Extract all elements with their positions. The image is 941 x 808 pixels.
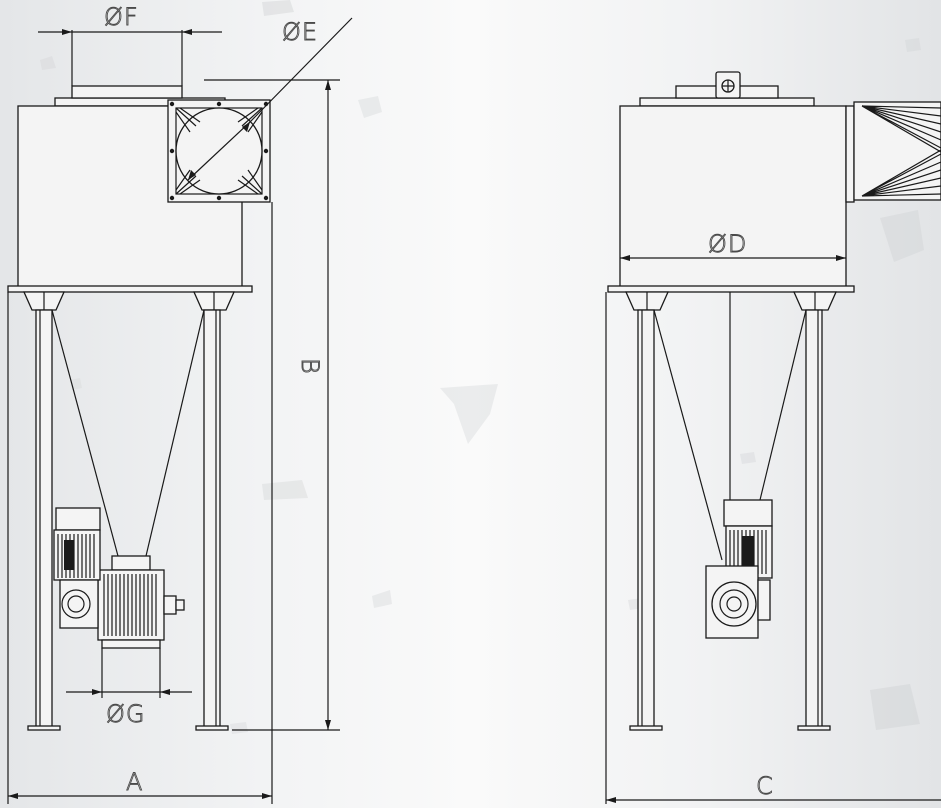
side-gearbox-hub [719, 589, 749, 619]
front-valve-shaft-end [175, 599, 185, 611]
front-foot-right [195, 725, 229, 731]
front-ring-plate [7, 285, 253, 293]
side-filter-body [619, 105, 847, 289]
dim-b-label: B [296, 358, 324, 375]
side-bracket-ribs [646, 292, 816, 310]
side-inlet-flange [845, 105, 855, 203]
front-foot-left [27, 725, 61, 731]
dim-c-arrow [606, 797, 616, 803]
side-ring-plate [607, 285, 855, 293]
side-leg-right [805, 309, 823, 729]
front-view: ØF ØE B ØG A [7, 3, 353, 804]
front-motor-body [53, 529, 101, 581]
front-leg-right [203, 309, 221, 729]
side-foot-left [629, 725, 663, 731]
front-gearbox [59, 579, 99, 629]
side-lug-cross [722, 80, 734, 92]
dim-f-extension-lines [71, 30, 183, 86]
front-outlet-collar [71, 85, 183, 99]
dim-c-label: C [756, 772, 774, 800]
front-inlet-bolts [169, 101, 269, 201]
dim-f-label: ØF [104, 3, 139, 31]
dim-d-label: ØD [708, 230, 747, 258]
front-leg-inner-lines [39, 310, 217, 728]
dim-g-extension-lines [101, 648, 161, 698]
side-foot-right [797, 725, 831, 731]
front-motor-fan-cover [55, 507, 101, 531]
front-bracket-ribs [43, 292, 215, 310]
speckle-texture [40, 0, 924, 734]
side-hopper-cone [653, 309, 807, 561]
side-motor-fan-cover [723, 499, 773, 527]
dim-e-diameter-line [187, 121, 251, 181]
side-gearbox-shaft [726, 596, 742, 612]
side-inlet-duct [853, 101, 941, 201]
front-hopper-outlet [111, 555, 151, 571]
front-inlet-web-lines [175, 107, 263, 195]
side-inlet-fan-lines [861, 105, 941, 197]
front-valve-ribs [103, 574, 157, 636]
dim-b-extension-lines [204, 79, 340, 731]
dim-e-arrows [188, 122, 250, 180]
side-gearbox-plate [757, 579, 771, 621]
side-top-flange [639, 97, 815, 107]
side-leg-inner-lines [641, 310, 819, 728]
side-view: ØD C [605, 71, 941, 804]
side-gearbox-housing [711, 581, 757, 627]
dim-a-extension-lines [7, 202, 273, 804]
front-gearbox-hub [61, 589, 91, 619]
dim-e-leader [249, 17, 353, 123]
front-valve-outlet-flange [101, 639, 161, 649]
front-gearbox-shaft [67, 595, 85, 613]
front-valve-shaft [163, 595, 177, 615]
front-hopper-cone [51, 309, 205, 557]
dim-a-label: A [126, 768, 143, 796]
side-leg-left [637, 309, 655, 729]
dim-e-label: ØE [282, 18, 318, 46]
front-motor-terminal-box [64, 540, 74, 570]
side-motor-terminal-box [742, 536, 754, 570]
dim-g-label: ØG [106, 700, 146, 728]
front-inlet-corner-lines [175, 107, 263, 195]
front-leg-left [35, 309, 53, 729]
